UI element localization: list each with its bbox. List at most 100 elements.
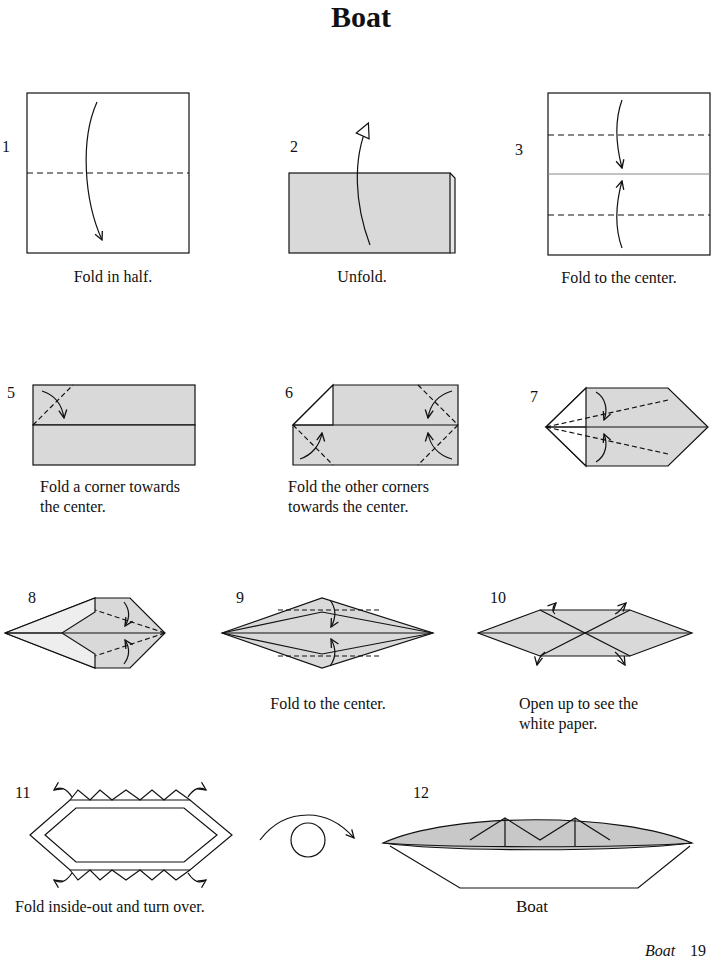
turn-over-symbol-stroke — [291, 823, 325, 857]
step5-strip-stroke — [33, 425, 195, 465]
step9-shape-stroke — [222, 598, 433, 668]
step5-strip-stroke — [33, 385, 195, 425]
step6-strip-stroke — [293, 425, 333, 465]
footer-title: Boat — [645, 941, 695, 961]
step3-square-stroke — [548, 173, 710, 174]
step10-shape-stroke — [478, 610, 692, 656]
step9-shape-stroke — [330, 600, 335, 627]
step2-folded — [289, 124, 455, 253]
step6-strip-stroke — [293, 385, 458, 465]
step7-hexagon-stroke — [596, 392, 606, 420]
step8-shape-stroke — [95, 633, 165, 656]
step6-strip-stroke — [428, 391, 452, 418]
step6-strip-stroke — [293, 424, 458, 425]
step11-shape-stroke — [70, 790, 190, 800]
step-number: 6 — [285, 383, 305, 403]
step6-strip — [293, 385, 458, 465]
finished-boat-stroke — [390, 846, 690, 888]
step11-shape-stroke — [54, 873, 72, 882]
step-caption: Fold to the center. — [519, 268, 719, 288]
step8-shape-stroke — [95, 610, 165, 633]
step2-folded-stroke — [289, 173, 450, 253]
step-number: 7 — [530, 387, 550, 407]
step3-square-stroke — [548, 134, 710, 135]
step-caption: Fold inside-out and turn over. — [15, 897, 315, 917]
finished-boat-stroke — [505, 818, 575, 846]
step-number: 9 — [236, 588, 256, 608]
step10-shape-stroke — [615, 652, 625, 665]
step6-strip-stroke — [300, 433, 322, 459]
svg-part — [5, 93, 710, 888]
step7-hexagon-stroke — [546, 400, 668, 427]
step10-shape — [478, 603, 692, 665]
step8-shape — [5, 598, 165, 668]
step5-strip-stroke — [42, 391, 64, 418]
turn-over-symbol-stroke — [260, 815, 354, 840]
page-number: 19 — [690, 941, 718, 961]
finished-boat — [383, 818, 692, 888]
step3-square-stroke — [548, 214, 710, 215]
step-caption: Fold the other corners towards the cente… — [288, 477, 473, 517]
step1-square-stroke — [27, 93, 189, 253]
finished-boat-stroke — [383, 820, 692, 850]
step10-shape-stroke — [553, 603, 556, 614]
step7-hexagon-stroke — [546, 427, 668, 454]
finished-boat-stroke — [383, 843, 692, 847]
step-caption: Open up to see the white paper. — [519, 694, 641, 734]
step9-shape-stroke — [278, 609, 380, 610]
step7-hexagon-stroke — [546, 426, 708, 427]
step-number: 3 — [515, 140, 535, 160]
result-caption: Boat — [472, 897, 592, 917]
finished-boat-stroke — [470, 818, 610, 840]
step3-square — [548, 93, 710, 255]
step-number: 8 — [28, 588, 48, 608]
step10-shape-stroke — [537, 652, 545, 665]
step-caption: Fold a corner towards the center. — [40, 477, 185, 517]
step-number: 1 — [2, 137, 22, 157]
step-number: 2 — [290, 137, 310, 157]
step8-shape-stroke — [124, 602, 129, 626]
step7-hexagon-stroke — [596, 434, 606, 462]
step-number: 12 — [413, 783, 443, 803]
step1-square — [27, 93, 189, 253]
step9-shape-stroke — [330, 639, 335, 666]
step6-strip-stroke — [428, 433, 452, 459]
turn-over-symbol — [260, 815, 354, 857]
step9-shape-stroke — [222, 612, 433, 654]
step6-strip-stroke — [293, 385, 333, 425]
step10-shape-stroke — [615, 603, 626, 614]
step-caption: Fold to the center. — [228, 694, 428, 714]
step11-shape-stroke — [188, 873, 206, 882]
page-title: Boat — [261, 0, 461, 34]
step-number: 5 — [7, 383, 27, 403]
step11-shape-stroke — [188, 788, 206, 797]
step11-shape-stroke — [70, 870, 190, 880]
step5-strip-stroke — [33, 385, 73, 425]
step1-square-stroke — [27, 172, 189, 173]
step2-folded-stroke — [357, 124, 370, 245]
step2-folded-stroke — [450, 173, 455, 253]
step6-strip-stroke — [418, 385, 458, 425]
step9-shape-stroke — [278, 655, 380, 656]
step-caption: Unfold. — [262, 267, 462, 287]
step7-hexagon-stroke — [546, 388, 708, 466]
step11-shape-stroke — [54, 788, 72, 797]
step1-square-stroke — [86, 102, 102, 240]
step-number: 11 — [15, 783, 45, 803]
step8-shape-stroke — [5, 598, 165, 668]
step10-shape-stroke — [540, 610, 630, 656]
step6-strip-stroke — [418, 425, 458, 465]
step-caption: Fold in half. — [13, 267, 213, 287]
step8-shape-stroke — [5, 632, 165, 633]
step9-shape-stroke — [222, 632, 433, 633]
step11-shape — [30, 788, 232, 882]
step8-shape-stroke — [124, 640, 129, 664]
step3-square-stroke — [548, 93, 710, 255]
step11-shape-stroke — [30, 800, 232, 870]
step11-shape-stroke — [45, 808, 217, 862]
step-number: 10 — [490, 588, 520, 608]
step7-hexagon — [546, 388, 708, 466]
step5-strip — [33, 385, 195, 465]
step3-square-stroke — [617, 100, 622, 168]
